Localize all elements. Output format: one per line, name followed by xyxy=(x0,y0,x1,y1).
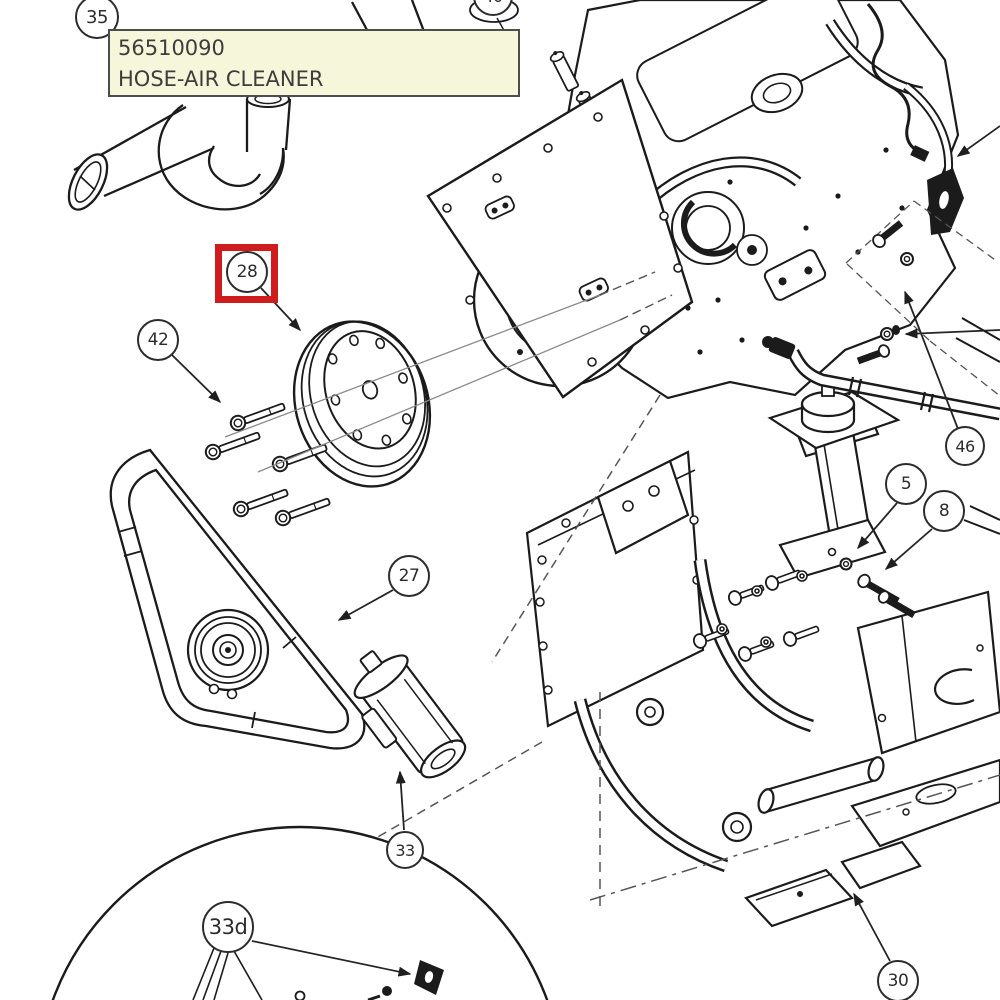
detail-circle xyxy=(51,825,549,1000)
tooltip-part-number: 56510090 xyxy=(118,36,225,60)
leader-30 xyxy=(853,892,891,962)
callout-30[interactable]: 30 xyxy=(877,960,919,1000)
drive-belt xyxy=(109,448,366,750)
highlight-box xyxy=(215,244,278,303)
callout-46[interactable]: 46 xyxy=(945,426,985,466)
callout-33d[interactable]: 33d xyxy=(202,901,254,953)
callout-33[interactable]: 33 xyxy=(386,831,424,869)
callout-5[interactable]: 5 xyxy=(885,463,927,505)
callout-42[interactable]: 42 xyxy=(137,319,179,361)
leader-lines xyxy=(171,287,959,962)
leader-28 xyxy=(260,287,302,332)
centerlines xyxy=(224,271,1000,908)
crank-pulley xyxy=(292,320,432,488)
lower-hose xyxy=(762,336,1000,421)
idler-pulley xyxy=(186,608,270,700)
engine-assembly xyxy=(426,0,964,400)
frame-screws xyxy=(692,569,820,662)
callout-28[interactable]: 28 xyxy=(226,251,268,293)
callout-27[interactable]: 27 xyxy=(388,555,430,597)
leader-42 xyxy=(171,354,222,404)
callout-35[interactable]: 35 xyxy=(75,0,119,39)
leader-5 xyxy=(857,502,898,550)
pump xyxy=(353,650,467,779)
leader-8 xyxy=(884,528,933,570)
right-side-hardware xyxy=(845,125,1000,535)
leader-46 xyxy=(904,290,959,430)
wire-harness xyxy=(866,3,925,156)
part-tooltip: 56510090 HOSE-AIR CLEANER xyxy=(108,29,520,97)
tooltip-part-name: HOSE-AIR CLEANER xyxy=(118,67,324,91)
mount-screws xyxy=(839,557,916,619)
pulley-bolts xyxy=(204,402,331,527)
leader-33 xyxy=(395,770,406,831)
callout-8[interactable]: 8 xyxy=(923,490,965,532)
leader-27 xyxy=(337,589,394,621)
frame-assembly xyxy=(525,450,1000,928)
